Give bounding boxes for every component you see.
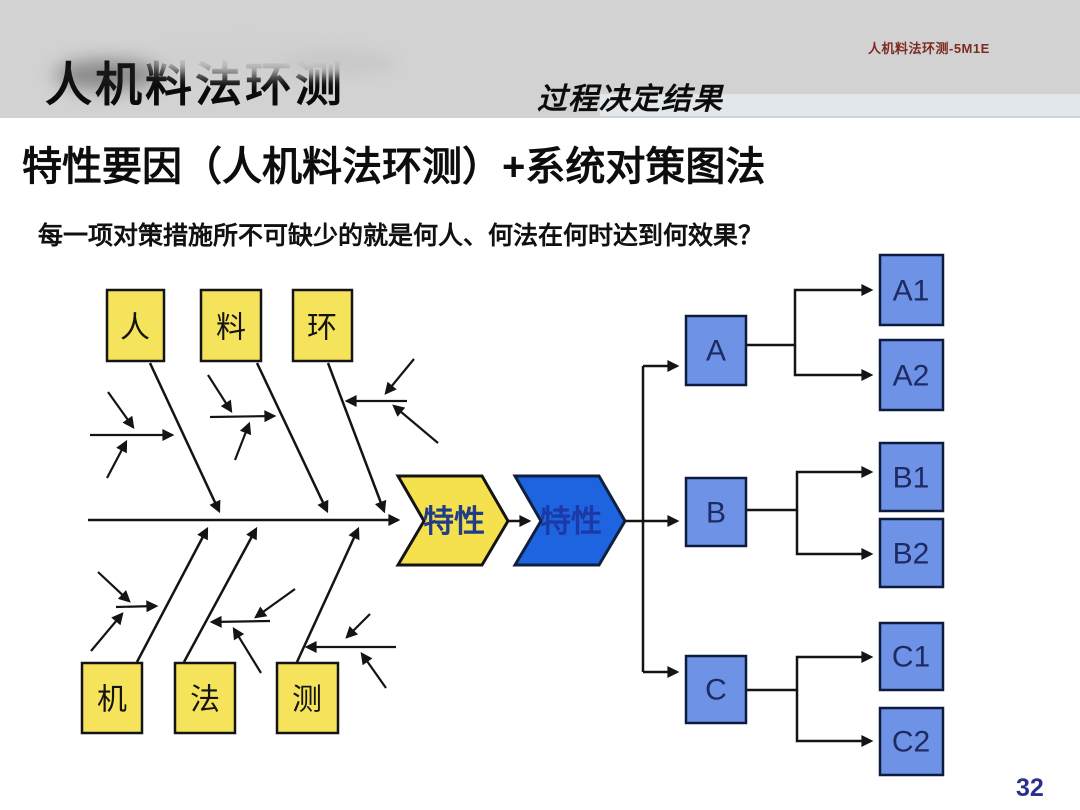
bone-line bbox=[295, 526, 360, 663]
cause-box-environment bbox=[291, 288, 354, 363]
sub-arrow bbox=[254, 588, 296, 619]
cause-box-material bbox=[199, 288, 263, 363]
tree-leaf-b2 bbox=[878, 517, 945, 589]
fishbone-top-bones bbox=[148, 362, 387, 514]
bone-line bbox=[148, 362, 221, 514]
tree-leaf-a1 bbox=[878, 253, 945, 327]
bone-line bbox=[255, 362, 329, 514]
slide-title: 特性要因（人机料法环测）+系统对策图法 bbox=[22, 145, 766, 189]
cause-label-measurement: 测 bbox=[292, 683, 322, 718]
tree-leaf-c2 bbox=[878, 706, 945, 777]
sub-arrow bbox=[107, 391, 135, 429]
characteristic-chevron-yellow bbox=[395, 474, 510, 567]
sub-arrow bbox=[97, 571, 131, 603]
watermark-text: 人机料法环测-5M1E bbox=[868, 41, 990, 56]
fishbone-bottom-bones bbox=[135, 526, 360, 663]
tree-trunk bbox=[625, 360, 680, 678]
tree-leaf-c1 bbox=[878, 621, 945, 692]
bone-line bbox=[326, 362, 387, 514]
characteristic-label-yellow: 特性 bbox=[423, 504, 485, 539]
sub-arrow bbox=[209, 615, 271, 628]
tree-node-b-label: B bbox=[706, 497, 726, 530]
sub-arrow bbox=[232, 626, 262, 674]
sub-arrow bbox=[384, 358, 415, 395]
cause-box-method bbox=[173, 661, 237, 735]
tree-leaf-b2-label: B2 bbox=[893, 538, 930, 571]
top-cause-boxes: 人 料 环 bbox=[105, 288, 354, 363]
branch-line bbox=[795, 690, 874, 747]
tree-leaf-c1-label: C1 bbox=[892, 641, 930, 674]
branch-line bbox=[746, 651, 874, 692]
cause-label-material: 料 bbox=[216, 311, 246, 346]
header-highlight-strip bbox=[600, 94, 1080, 116]
sub-arrow bbox=[360, 652, 387, 689]
sub-arrow bbox=[345, 613, 371, 639]
tree-leaf-c2-label: C2 bbox=[892, 726, 930, 759]
tree-node-a bbox=[684, 314, 748, 387]
sub-arrow bbox=[115, 600, 159, 613]
characteristic-label-blue: 特性 bbox=[540, 504, 602, 539]
branch-line bbox=[746, 466, 874, 512]
cause-box-machine bbox=[80, 661, 144, 735]
branch-line bbox=[746, 284, 874, 347]
sub-cause-arrows bbox=[90, 358, 439, 689]
tree-node-c bbox=[684, 654, 748, 725]
sub-arrow bbox=[106, 439, 128, 479]
bone-line bbox=[182, 526, 258, 663]
page-number: 32 bbox=[1016, 774, 1044, 802]
tree-node-b bbox=[684, 476, 748, 548]
sub-arrow bbox=[233, 421, 252, 461]
branch-line bbox=[795, 510, 874, 560]
cause-label-method: 法 bbox=[190, 683, 220, 718]
smudge-mark bbox=[55, 60, 160, 90]
sub-arrow bbox=[207, 374, 233, 414]
tree-leaf-b1-label: B1 bbox=[893, 462, 930, 495]
cause-label-machine: 机 bbox=[97, 683, 127, 718]
tree-node-a-label: A bbox=[706, 335, 726, 368]
tree-leaf-a2 bbox=[878, 338, 945, 412]
tree-nodes: A B C A1 A2 B1 B2 C1 C2 bbox=[684, 253, 945, 777]
tree-node-c-label: C bbox=[705, 674, 727, 707]
slide-subtitle: 每一项对策措施所不可缺少的就是何人、何法在何时达到何效果？ bbox=[38, 222, 764, 250]
tree-leaf-a2-label: A2 bbox=[893, 360, 930, 393]
bone-line bbox=[135, 526, 209, 663]
tree-leaf-a1-label: A1 bbox=[893, 275, 930, 308]
cause-label-environment: 环 bbox=[307, 311, 337, 346]
tree-leaf-b1 bbox=[878, 441, 945, 513]
slide-header: 人机料法环测-5M1E 人机料法环测 过程决定结果 bbox=[0, 0, 1080, 118]
bottom-cause-boxes: 机 法 测 bbox=[80, 661, 340, 735]
tree-branches bbox=[746, 284, 874, 747]
sub-arrow bbox=[90, 612, 124, 652]
header-tagline: 过程决定结果 bbox=[537, 83, 723, 116]
characteristic-chevron-blue bbox=[512, 474, 627, 567]
branch-line bbox=[793, 345, 874, 381]
sub-arrow bbox=[392, 404, 439, 444]
cause-box-measurement bbox=[275, 661, 340, 735]
smudge-mark bbox=[282, 50, 397, 76]
sub-arrow bbox=[209, 410, 277, 423]
cause-label-man: 人 bbox=[120, 311, 150, 346]
cause-box-man bbox=[105, 288, 166, 363]
